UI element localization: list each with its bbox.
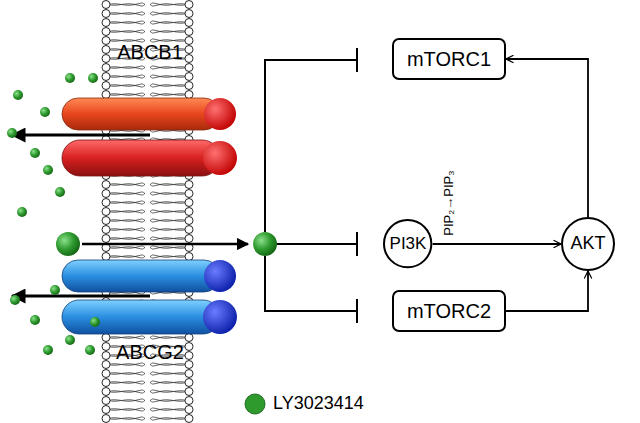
node-label: AKT <box>570 234 605 254</box>
efflux-arrow <box>12 295 150 298</box>
transporter-name: ABCG2 <box>116 341 184 363</box>
inhibition-lines <box>265 48 357 323</box>
edge-label: PIP₂→PIP₃ <box>442 171 456 236</box>
activation-arrow <box>506 59 588 217</box>
efflux-arrow <box>12 134 150 137</box>
activation-arrow <box>433 243 561 245</box>
influx-arrow <box>82 243 248 246</box>
drug-molecules <box>7 73 277 355</box>
activation-arrow <box>506 271 588 311</box>
complex-box: mTORC2 <box>392 290 506 332</box>
lipid-bilayer <box>100 0 195 423</box>
node-label: mTORC2 <box>407 300 491 322</box>
transporter-name: ABCB1 <box>117 41 183 63</box>
complex-box: mTORC1 <box>392 38 506 80</box>
legend-swatch <box>245 394 265 414</box>
node-label: PI3K <box>390 235 427 254</box>
kinase-circle: AKT <box>561 217 615 271</box>
kinase-circle: PI3K <box>383 219 432 268</box>
abcb1-transporter <box>62 98 237 176</box>
node-label: mTORC1 <box>407 48 491 70</box>
legend-text: LY3023414 <box>273 394 364 414</box>
